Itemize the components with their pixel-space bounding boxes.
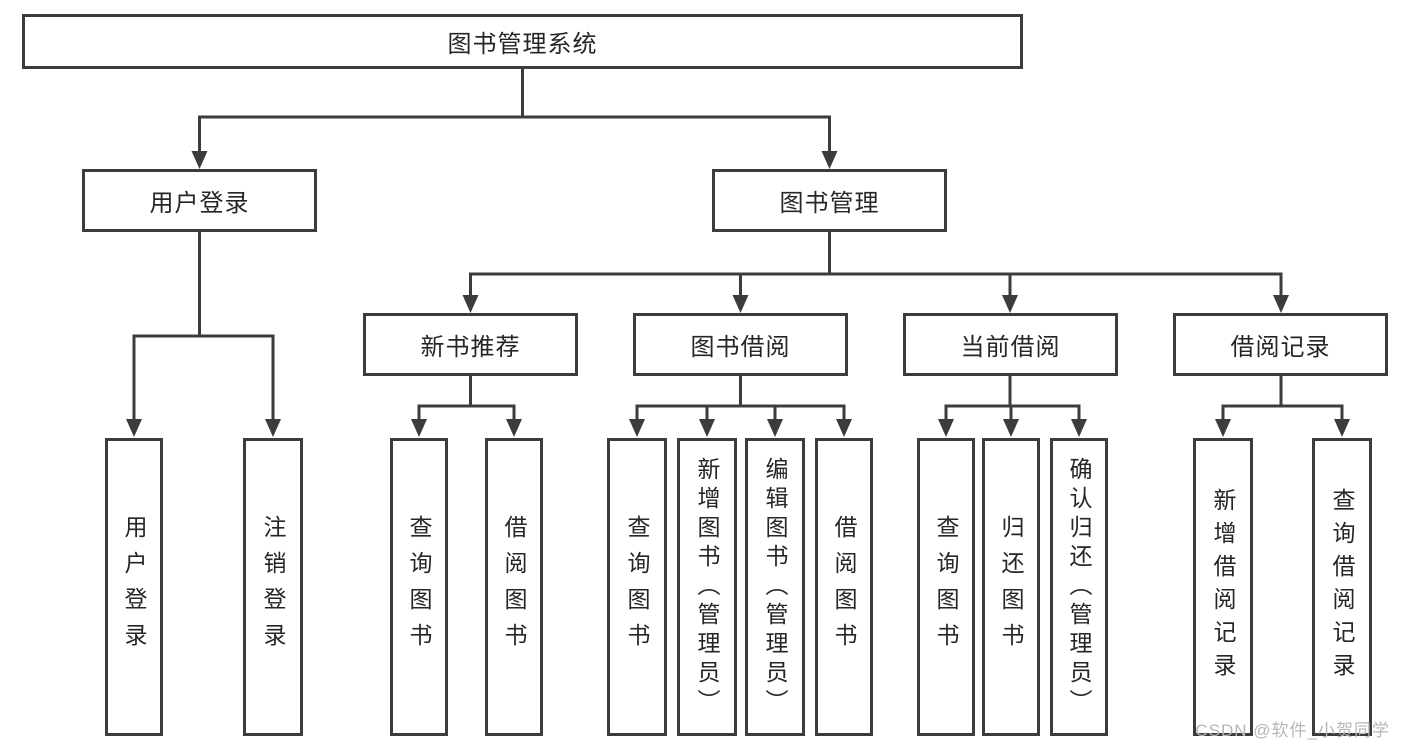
node-query-books-current: 查询图书 bbox=[917, 438, 975, 736]
node-current-borrowing: 当前借阅 bbox=[903, 313, 1118, 376]
node-leaf-user-login: 用户登录 bbox=[105, 438, 163, 736]
node-add-borrow-record: 新增借阅记录 bbox=[1193, 438, 1253, 736]
node-return-books: 归还图书 bbox=[982, 438, 1040, 736]
node-leaf-logout: 注销登录 bbox=[243, 438, 303, 736]
node-book-borrowing: 图书借阅 bbox=[633, 313, 848, 376]
csdn-watermark: CSDN @软件_小贺同学 bbox=[1195, 721, 1390, 740]
node-add-books-admin: 新增图书（管理员） bbox=[677, 438, 737, 736]
node-query-borrow-record: 查询借阅记录 bbox=[1312, 438, 1372, 736]
node-borrow-books: 借阅图书 bbox=[815, 438, 873, 736]
node-user-login: 用户登录 bbox=[82, 169, 317, 232]
node-confirm-return-admin: 确认归还（管理员） bbox=[1050, 438, 1108, 736]
node-library-system: 图书管理系统 bbox=[22, 14, 1023, 69]
node-borrow-books-recommend: 借阅图书 bbox=[485, 438, 543, 736]
arrowhead-icons bbox=[126, 151, 1350, 437]
node-new-book-recommend: 新书推荐 bbox=[363, 313, 578, 376]
node-borrowing-records: 借阅记录 bbox=[1173, 313, 1388, 376]
node-book-management: 图书管理 bbox=[712, 169, 947, 232]
node-query-books-recommend: 查询图书 bbox=[390, 438, 448, 736]
node-query-books-borrow: 查询图书 bbox=[607, 438, 667, 736]
node-edit-books-admin: 编辑图书（管理员） bbox=[745, 438, 805, 736]
